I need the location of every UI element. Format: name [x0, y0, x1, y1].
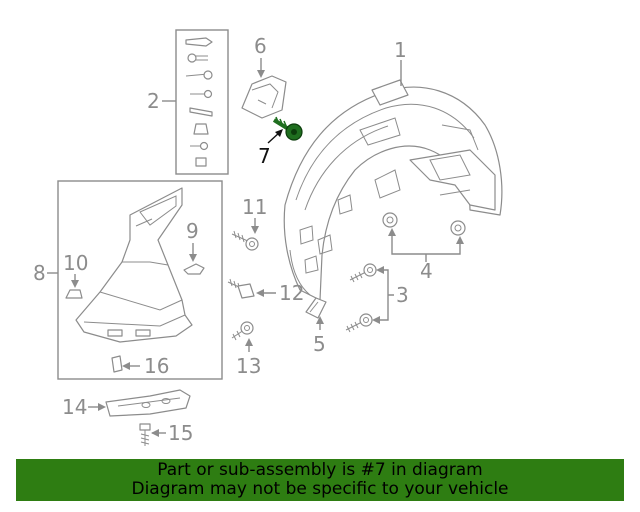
banner-line-2: Diagram may not be specific to your vehi…: [131, 479, 509, 499]
callout-11[interactable]: 11: [242, 195, 267, 219]
part-9-clip[interactable]: [183, 263, 205, 275]
arrow-15: [151, 429, 159, 437]
arrow-6: [257, 70, 265, 78]
callout-2[interactable]: 2: [147, 89, 160, 113]
exploded-parts-diagram: 1 2 6 7: [33, 29, 503, 446]
callout-4[interactable]: 4: [420, 259, 433, 283]
part-2-fastener-kit[interactable]: [175, 29, 229, 175]
callout-8[interactable]: 8: [33, 261, 46, 285]
part-11-bolt[interactable]: [231, 230, 259, 251]
part-8-group-box: [57, 180, 223, 380]
arrow-10: [71, 280, 79, 288]
arrow-7: [275, 129, 283, 137]
arrow-16: [122, 362, 130, 370]
arrow-4b: [456, 236, 464, 244]
part-3-bolts[interactable]: [345, 263, 377, 333]
part-4-nuts[interactable]: [382, 212, 466, 236]
leader-line-3: [374, 269, 394, 321]
callout-5[interactable]: 5: [313, 332, 326, 356]
arrow-3a: [376, 266, 384, 274]
part-13-bolt[interactable]: [231, 321, 254, 341]
leader-line-4: [391, 230, 461, 262]
callout-6[interactable]: 6: [254, 34, 267, 58]
arrow-12: [256, 289, 264, 297]
callout-16[interactable]: 16: [144, 354, 169, 378]
part-14-bracket[interactable]: [105, 389, 191, 417]
arrow-5: [316, 316, 324, 324]
callout-14[interactable]: 14: [62, 395, 87, 419]
part-5-clip[interactable]: [305, 297, 327, 319]
arrow-13: [245, 338, 253, 346]
arrow-11: [251, 226, 259, 234]
callout-9[interactable]: 9: [186, 219, 199, 243]
callout-13[interactable]: 13: [236, 354, 261, 378]
callout-15[interactable]: 15: [168, 421, 193, 445]
banner-line-1: Part or sub-assembly is #7 in diagram: [157, 460, 483, 480]
arrow-4a: [388, 228, 396, 236]
part-6-splash-shield[interactable]: [241, 75, 287, 119]
part-7-bolt-highlighted[interactable]: [272, 116, 303, 141]
fitment-notice-banner: Part or sub-assembly is #7 in diagram Di…: [16, 459, 624, 501]
callout-12[interactable]: 12: [279, 281, 304, 305]
part-12-stud[interactable]: [227, 278, 255, 299]
part-10-clip[interactable]: [65, 289, 83, 299]
part-15-screw[interactable]: [139, 423, 151, 446]
arrow-3b: [372, 316, 380, 324]
part-16-clip[interactable]: [111, 355, 123, 373]
arrow-14: [98, 403, 106, 411]
callout-3[interactable]: 3: [396, 283, 409, 307]
arrow-9: [189, 254, 197, 262]
callout-7[interactable]: 7: [258, 144, 271, 168]
part-1-wheelhouse-liner[interactable]: [283, 79, 503, 301]
callout-10[interactable]: 10: [63, 251, 88, 275]
part-8-bracket[interactable]: [75, 187, 193, 343]
callout-1[interactable]: 1: [394, 38, 407, 62]
